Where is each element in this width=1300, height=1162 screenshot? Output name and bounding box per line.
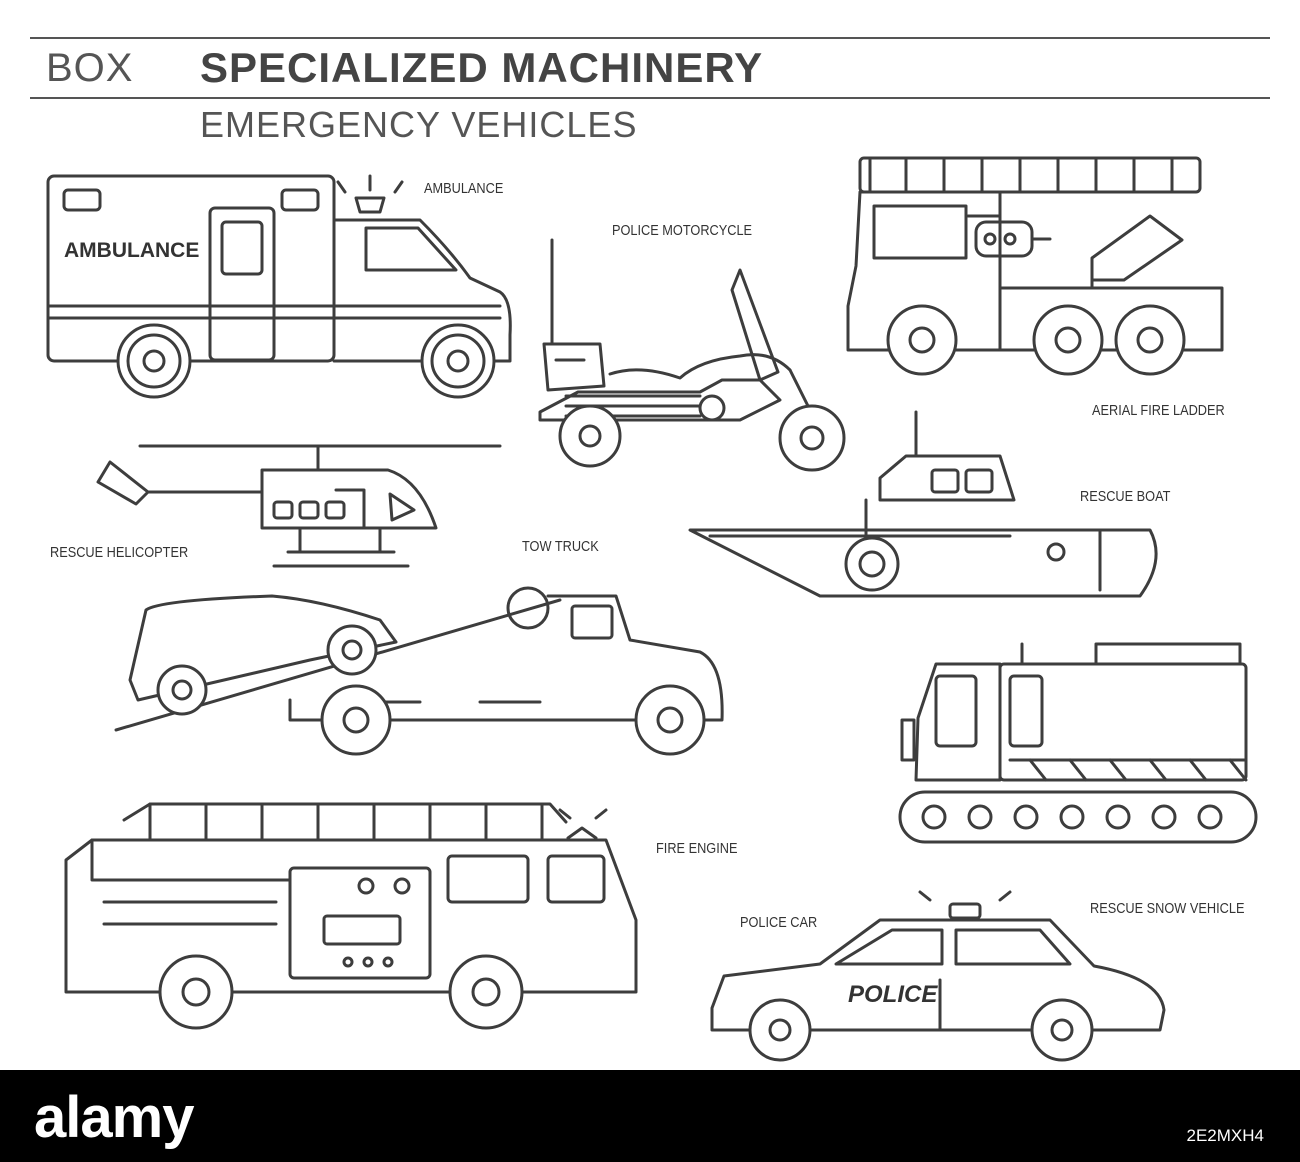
caption-aerial-fire-ladder: AERIAL FIRE LADDER [1092, 402, 1225, 419]
caption-fire-engine: FIRE ENGINE [656, 840, 738, 857]
police-motorcycle-icon [538, 238, 846, 472]
header-divider [30, 97, 1270, 99]
caption-police-motorcycle: POLICE MOTORCYCLE [612, 222, 753, 239]
fire-engine-icon [64, 802, 638, 1030]
stock-footer: alamy 2E2MXH4 [0, 1070, 1300, 1162]
header-top-rule [30, 37, 1270, 39]
illustration-sheet: BOX SPECIALIZED MACHINERY EMERGENCY VEHI… [30, 37, 1270, 1062]
ambulance-wheel-rear [116, 323, 192, 399]
fire-engine-wheel-front [448, 954, 524, 1030]
aerial-fire-ladder-icon [846, 156, 1224, 376]
tow-truck-icon [114, 586, 724, 756]
alamy-logo: alamy [34, 1085, 194, 1150]
ambulance-side-text: AMBULANCE [64, 239, 199, 262]
caption-rescue-snow-vehicle: RESCUE SNOW VEHICLE [1090, 900, 1245, 917]
ladder-truck-wheel-2 [1032, 304, 1104, 376]
caption-rescue-boat: RESCUE BOAT [1080, 488, 1171, 505]
tow-truck-wheel-rear [320, 684, 392, 756]
police-car-icon: POLICE [710, 890, 1166, 1062]
police-car-wheel-front [1030, 998, 1094, 1062]
tow-truck-wheel-front [634, 684, 706, 756]
fire-engine-wheel-rear [158, 954, 234, 1030]
page-title: SPECIALIZED MACHINERY [200, 44, 764, 91]
police-door-text: POLICE [848, 981, 938, 1008]
caption-ambulance: AMBULANCE [424, 180, 504, 197]
ambulance-wheel-front [420, 323, 496, 399]
caption-police-car: POLICE CAR [740, 914, 818, 931]
ambulance-icon: AMBULANCE [46, 174, 512, 399]
police-car-wheel-rear [748, 998, 812, 1062]
box-label: BOX [46, 46, 134, 90]
rescue-snow-vehicle-icon [898, 642, 1258, 844]
rescue-boat-icon [688, 410, 1158, 598]
stock-id: 2E2MXH4 [1186, 1126, 1264, 1145]
page-subtitle: EMERGENCY VEHICLES [200, 104, 638, 145]
motorcycle-wheel-front [778, 404, 846, 472]
ladder-truck-wheel-1 [886, 304, 958, 376]
vehicle-illustrations: AMBULANCE [46, 156, 1258, 1062]
motorcycle-wheel-rear [558, 404, 622, 468]
caption-rescue-helicopter: RESCUE HELICOPTER [50, 544, 189, 561]
caption-tow-truck: TOW TRUCK [522, 538, 599, 555]
ladder-truck-wheel-3 [1114, 304, 1186, 376]
rescue-helicopter-icon [96, 444, 502, 568]
